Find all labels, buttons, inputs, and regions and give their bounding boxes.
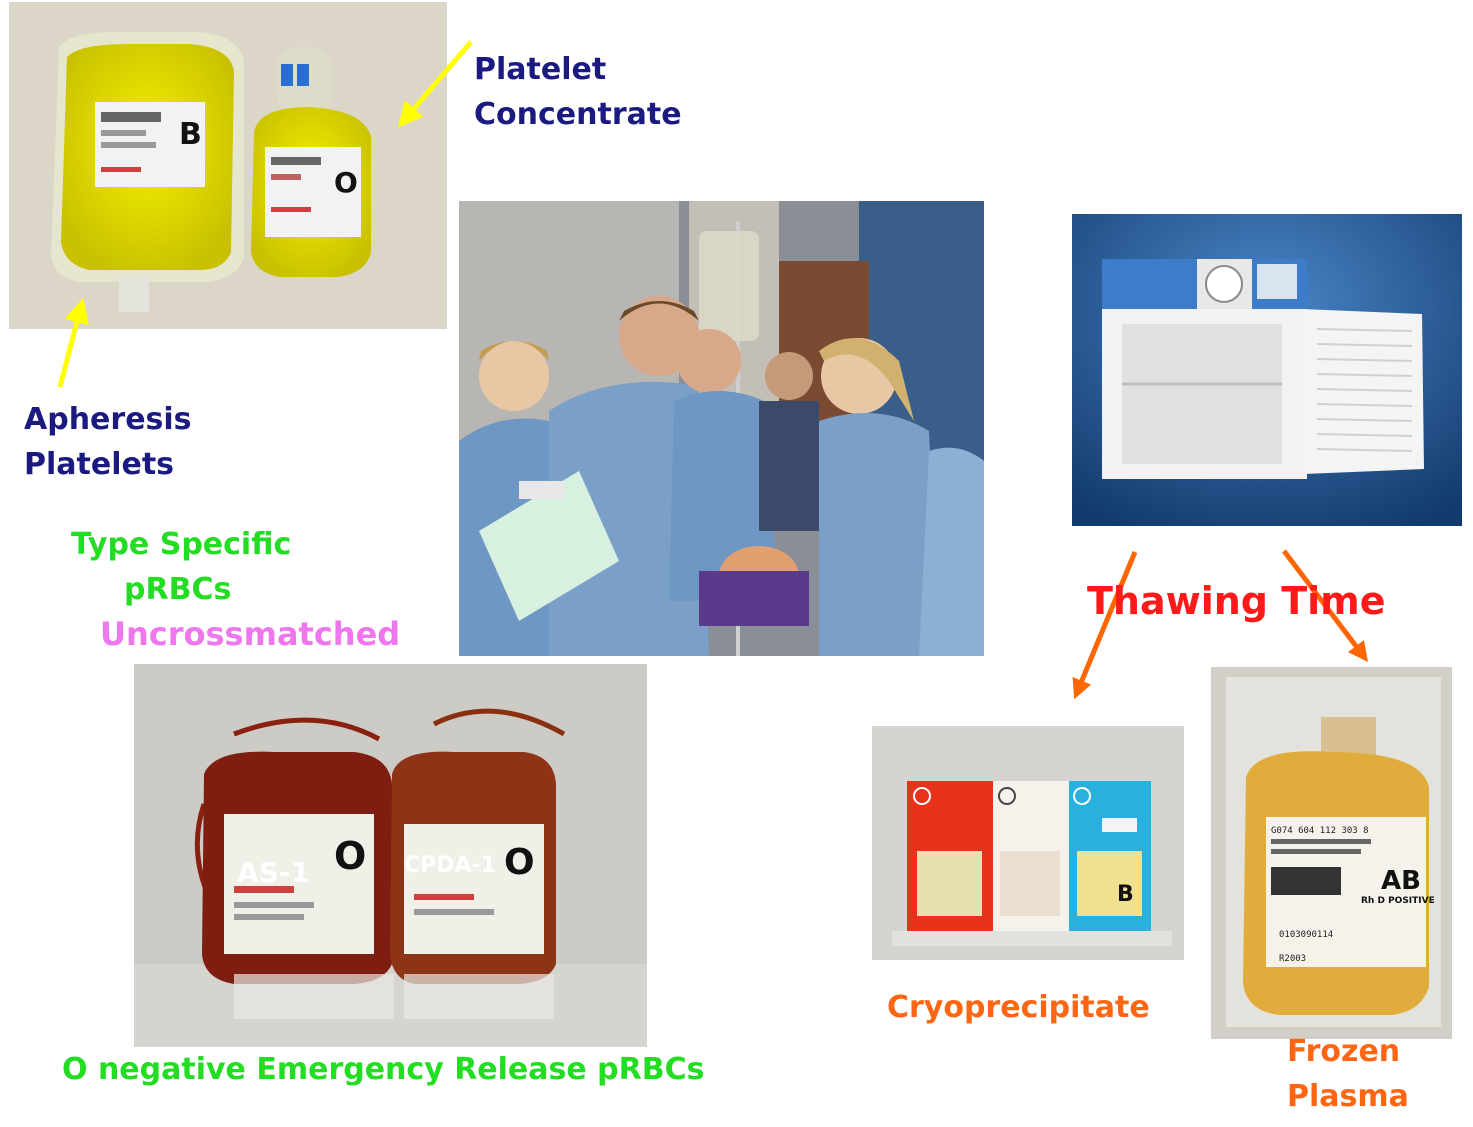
frozen-plasma-photo: G074 604 112 303 8 AB Rh D POSITIVE 0103… xyxy=(1211,667,1452,1039)
cryoprecipitate-label: Cryoprecipitate xyxy=(887,990,1150,1025)
frozen-plasma-label-line2: Plasma xyxy=(1287,1079,1409,1114)
plasma-code: G074 604 112 303 8 xyxy=(1271,826,1369,836)
cryoprecipitate-photo: B xyxy=(872,726,1184,960)
platelet-left-group: B xyxy=(179,117,202,152)
platelet-right-group: O xyxy=(334,166,358,199)
trauma-team-photo xyxy=(459,201,984,656)
platelet-concentrate-label-line1: Platelet xyxy=(474,52,607,87)
o-negative-label: O negative Emergency Release pRBCs xyxy=(62,1052,705,1087)
apheresis-platelets-label-line2: Platelets xyxy=(24,447,175,482)
platelet-bags-photo: B O xyxy=(9,2,447,329)
thawing-time-label: Thawing Time xyxy=(1087,579,1386,623)
plasma-number: 0103090114 xyxy=(1279,930,1333,940)
as1-label: AS-1 xyxy=(237,856,310,889)
uncrossmatched-label: Uncrossmatched xyxy=(100,615,401,653)
plasma-rh: Rh D POSITIVE xyxy=(1361,896,1435,906)
cpda1-label: CPDA-1 xyxy=(404,853,496,878)
plasma-group: AB xyxy=(1381,866,1421,896)
apheresis-platelets-label-line1: Apheresis xyxy=(24,402,192,437)
plasma-thawer-photo xyxy=(1072,214,1462,526)
type-specific-label-line2: pRBCs xyxy=(124,572,232,607)
platelet-concentrate-label-line2: Concentrate xyxy=(474,97,682,132)
prbc-bags-photo: O O xyxy=(134,664,647,1047)
prbc-left-group: O xyxy=(334,834,366,878)
type-specific-label-line1: Type Specific xyxy=(71,527,292,562)
prbc-right-group: O xyxy=(504,842,535,883)
cryo-group: B xyxy=(1117,882,1134,907)
arrow-to-apheresis-platelets xyxy=(57,297,89,388)
frozen-plasma-label-line1: Frozen xyxy=(1287,1034,1401,1069)
arrow-to-frozen-plasma xyxy=(1282,549,1369,662)
arrow-to-cryoprecipitate xyxy=(1072,551,1138,700)
plasma-ref: R2003 xyxy=(1279,954,1306,964)
arrow-to-platelet-concentrate xyxy=(397,40,473,128)
